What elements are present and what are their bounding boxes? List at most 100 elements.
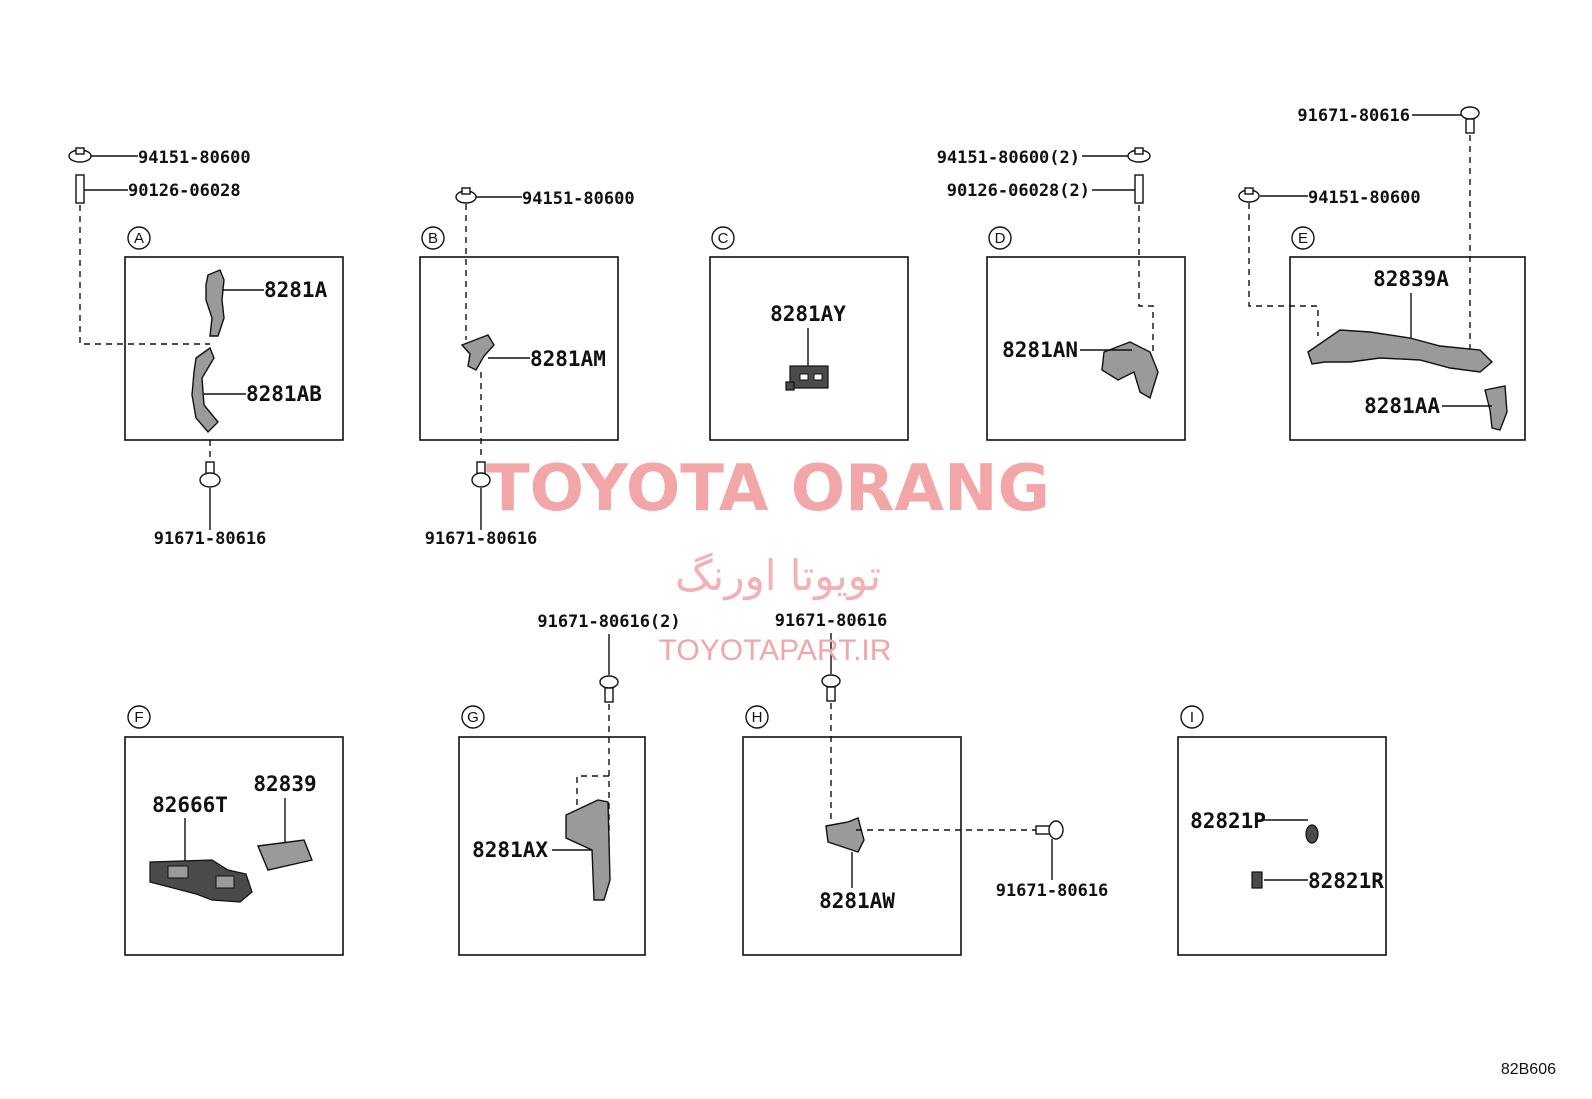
clip-icon	[604, 687, 614, 703]
clip-icon	[476, 461, 486, 475]
group-e: E 91671-80616 94151-80600 82839A 8281AA	[1238, 106, 1526, 441]
clip-icon	[1460, 106, 1480, 120]
bracket-part-8281aa	[1484, 385, 1508, 431]
dashed-guide	[1248, 203, 1319, 336]
clip-icon	[821, 674, 841, 688]
section-letter-e: E	[1298, 230, 1308, 247]
label-clip-a[interactable]: 91671-80616	[154, 529, 267, 549]
bolt-icon	[1134, 174, 1144, 204]
nut-icon	[75, 147, 85, 155]
section-marker-a	[127, 226, 151, 250]
connector-detail	[799, 373, 809, 381]
clip-icon	[1035, 825, 1051, 835]
watermark-persian: تویوتا اورنگ	[675, 551, 881, 600]
box-b	[419, 256, 619, 441]
label-part-82821p[interactable]: 82821P	[1190, 809, 1266, 833]
label-nut-b[interactable]: 94151-80600	[522, 189, 635, 209]
label-part-8281am[interactable]: 8281AM	[530, 347, 606, 371]
label-bolt-a[interactable]: 90126-06028	[128, 181, 241, 201]
section-letter-a: A	[134, 230, 144, 247]
label-part-8281aw[interactable]: 8281AW	[819, 889, 895, 913]
bracket-part-8281a	[205, 269, 225, 337]
watermark-site: TOYOTAPART.IR	[659, 634, 892, 667]
bracket-part-8281an	[1101, 341, 1159, 400]
connector-detail	[813, 373, 823, 381]
group-g: G 91671-80616(2) 8281AX	[458, 612, 681, 956]
section-marker-f	[127, 705, 151, 729]
connector-detail	[215, 875, 235, 889]
label-part-8281ab[interactable]: 8281AB	[246, 382, 322, 406]
group-h: H 91671-80616 91671-80616 8281AW	[742, 611, 1109, 956]
clip-icon	[826, 686, 836, 702]
section-letter-i: I	[1190, 709, 1194, 726]
watermark-brand: TOYOTA ORANG	[486, 452, 1050, 526]
box-e	[1289, 256, 1526, 441]
box-a	[124, 256, 344, 441]
group-i: I 82821P 82821R	[1177, 705, 1387, 956]
terminal-part-82821r	[1251, 871, 1263, 889]
clip-icon	[471, 472, 491, 488]
bolt-icon	[75, 174, 85, 204]
box-g	[458, 736, 646, 956]
label-part-8281aa[interactable]: 8281AA	[1364, 394, 1440, 418]
label-part-8281ax[interactable]: 8281AX	[472, 838, 548, 862]
bracket-part-8281ab	[191, 346, 219, 434]
section-marker-h	[745, 705, 769, 729]
label-part-82839a[interactable]: 82839A	[1373, 267, 1449, 291]
group-f: F 82666T 82839	[124, 705, 344, 956]
clip-icon	[1465, 118, 1475, 134]
section-marker-c	[711, 226, 735, 250]
section-marker-g	[461, 705, 485, 729]
dashed-guide	[1138, 205, 1154, 352]
section-marker-e	[1291, 226, 1315, 250]
bracket-part-82839	[257, 839, 313, 871]
group-a: A 94151-80600 90126-06028 8281A 8281AB 9…	[68, 147, 344, 549]
section-letter-h: H	[752, 709, 763, 726]
watermark: TOYOTA ORANG تویوتا اورنگ TOYOTAPART.IR	[486, 452, 1050, 667]
terminal-part-82821p	[1305, 824, 1319, 844]
label-nut-e[interactable]: 94151-80600	[1308, 188, 1421, 208]
group-d: D 94151-80600(2) 90126-06028(2) 8281AN	[937, 147, 1186, 441]
box-i	[1177, 736, 1387, 956]
label-clip-e[interactable]: 91671-80616	[1297, 106, 1410, 126]
group-b: B 94151-80600 8281AM 91671-80616	[419, 187, 635, 549]
label-part-8281ay[interactable]: 8281AY	[770, 302, 846, 326]
label-clip-h-side[interactable]: 91671-80616	[996, 881, 1109, 901]
diagram-code: 82B606	[1501, 1061, 1556, 1078]
box-d	[986, 256, 1186, 441]
label-part-82666t[interactable]: 82666T	[152, 793, 228, 817]
box-f	[124, 736, 344, 956]
connector-detail	[167, 865, 189, 879]
nut-icon	[461, 187, 471, 195]
clip-icon	[205, 461, 215, 475]
nut-icon	[1244, 187, 1254, 195]
nut-icon	[1134, 147, 1144, 155]
label-part-8281a[interactable]: 8281A	[264, 278, 328, 302]
group-c: C 8281AY	[709, 226, 909, 441]
label-nut-d[interactable]: 94151-80600(2)	[937, 148, 1080, 168]
connector-detail	[785, 381, 795, 391]
box-h	[742, 736, 962, 956]
bracket-part-8281aw	[825, 817, 865, 853]
bracket-part-82839a	[1307, 329, 1494, 373]
bracket-part-8281am	[460, 334, 495, 371]
section-marker-b	[421, 226, 445, 250]
label-part-8281an[interactable]: 8281AN	[1002, 338, 1078, 362]
connector-part-82666t	[149, 859, 253, 903]
label-part-82821r[interactable]: 82821R	[1308, 869, 1384, 893]
label-clip-b[interactable]: 91671-80616	[425, 529, 538, 549]
box-c	[709, 256, 909, 441]
section-letter-d: D	[995, 230, 1006, 247]
connector-part-8281ay	[789, 365, 829, 389]
clip-icon	[1048, 820, 1064, 840]
dashed-guide	[79, 205, 210, 345]
section-marker-d	[988, 226, 1012, 250]
bracket-part-8281ax	[565, 799, 611, 901]
label-clip-g[interactable]: 91671-80616(2)	[537, 612, 680, 632]
label-clip-h-top[interactable]: 91671-80616	[775, 611, 888, 631]
section-letter-b: B	[428, 230, 438, 247]
label-part-82839[interactable]: 82839	[253, 772, 316, 796]
label-bolt-d[interactable]: 90126-06028(2)	[947, 181, 1090, 201]
label-nut-a[interactable]: 94151-80600	[138, 148, 251, 168]
